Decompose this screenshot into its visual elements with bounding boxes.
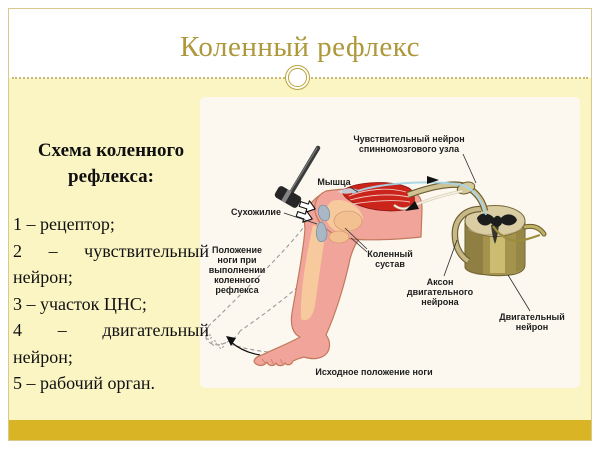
label-sensory-neuron: Чувствительный нейрон xyxy=(353,134,464,144)
list-item: 5 – рабочий орган. xyxy=(13,373,156,393)
knee-reflex-diagram: Чувствительный нейрон спинномозгового уз… xyxy=(200,97,580,388)
list-item: 1 – рецептор; xyxy=(13,214,115,234)
label-initial-position: Исходное положение ноги xyxy=(315,367,432,377)
label-motor-neuron: нейрон xyxy=(516,322,548,332)
strike-arrows xyxy=(295,200,316,223)
label-sensory-neuron: спинномозгового узла xyxy=(359,144,460,154)
label-leg-position: коленного xyxy=(214,275,260,285)
label-muscle: Мышца xyxy=(317,177,351,187)
scheme-text-block: Схема коленного рефлекса: 1 – рецептор; … xyxy=(13,138,209,397)
label-leg-position: рефлекса xyxy=(215,285,259,295)
spinal-cord-section xyxy=(464,205,547,277)
label-motor-axon: Аксон xyxy=(427,277,454,287)
list-item: 2 – чувствительный нейрон; xyxy=(13,240,209,288)
scheme-heading: Схема коленного рефлекса: xyxy=(37,140,185,187)
label-knee-joint: Коленный xyxy=(367,249,412,259)
divider-ring-ornament xyxy=(285,65,310,90)
label-motor-neuron: Двигательный xyxy=(499,312,565,322)
label-motor-axon: нейрона xyxy=(421,297,459,307)
label-motor-axon: двигательного xyxy=(407,287,474,297)
label-pointer-lines xyxy=(283,153,531,312)
label-leg-position: выполнении xyxy=(209,265,266,275)
kick-direction-arrow xyxy=(226,336,261,356)
leg-illustration xyxy=(253,188,423,367)
nerve-pathway xyxy=(351,176,489,264)
reflex-hammer-icon xyxy=(274,145,321,208)
label-leg-position: ноги при xyxy=(217,255,256,265)
page-title: Коленный рефлекс xyxy=(179,31,421,63)
label-leg-position: Положение xyxy=(212,245,262,255)
label-knee-joint: сустав xyxy=(375,259,405,269)
patella-tendon xyxy=(315,204,331,242)
list-item: 4 – двигательный нейрон; xyxy=(13,320,209,367)
label-tendon: Сухожилие xyxy=(231,207,281,217)
bottom-gold-band xyxy=(9,420,591,440)
list-item: 3 – участок ЦНС; xyxy=(13,293,147,314)
